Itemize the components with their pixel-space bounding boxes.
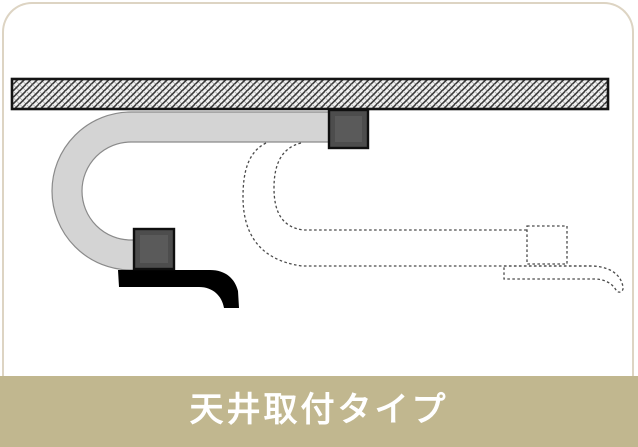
ghost-curve-outer [242, 142, 593, 267]
caption-label: 天井取付タイプ [189, 390, 449, 429]
swivel-ghost-outline [242, 142, 624, 293]
faucet-pipe-solid [51, 111, 331, 271]
ceiling-mount-bracket [327, 108, 370, 150]
spout-solid [118, 270, 239, 308]
ceiling-slab [10, 77, 610, 111]
ghost-spout [503, 265, 624, 293]
diagram-card [2, 2, 634, 377]
caption-banner: 天井取付タイプ [0, 376, 638, 447]
ghost-mount-bracket [526, 225, 568, 265]
spout-holder-bracket [132, 227, 176, 271]
ghost-curve-inner [273, 142, 527, 231]
